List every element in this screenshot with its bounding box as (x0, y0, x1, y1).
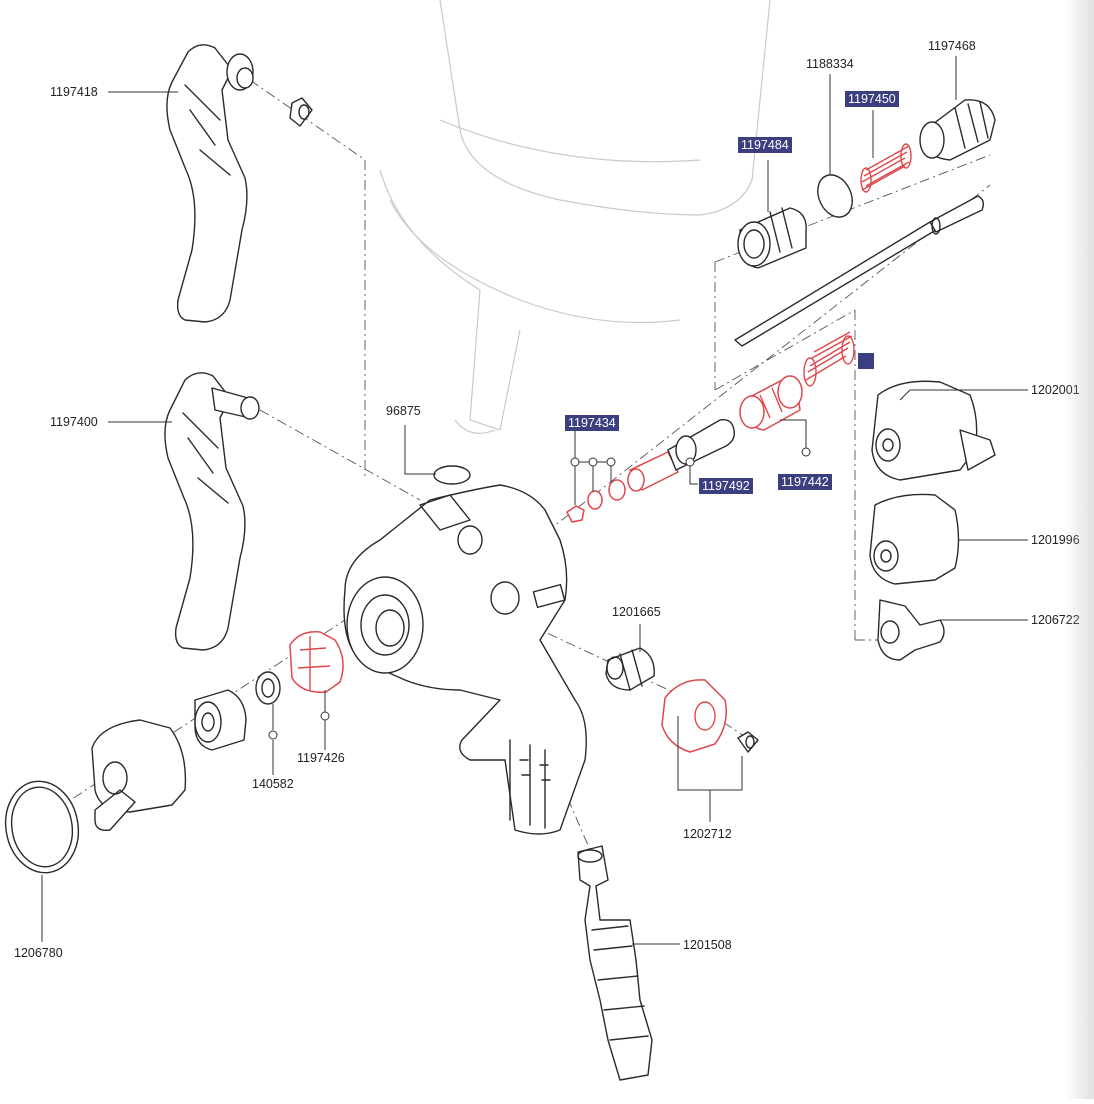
spring-1197450 (860, 143, 912, 193)
needle (734, 195, 985, 347)
ring-1206780 (4, 780, 80, 874)
label-1197468: 1197468 (928, 39, 976, 53)
label-1197400: 1197400 (50, 415, 98, 429)
air-fitting-1201665 (605, 647, 655, 691)
label-1197450: 1197450 (845, 91, 899, 107)
label-140582: 140582 (252, 777, 294, 791)
label-1197442: 1197442 (778, 474, 832, 490)
air-micrometer-1202001 (871, 380, 996, 481)
leader-lines (41, 56, 1028, 945)
label-1197426: 1197426 (297, 751, 345, 765)
nozzle (194, 689, 247, 751)
spring-red-small (803, 331, 855, 387)
seal-set-1197434 (566, 479, 626, 523)
label-1202712: 1202712 (683, 827, 732, 841)
label-96875: 96875 (386, 404, 421, 418)
piston-1197492 (627, 419, 736, 492)
ghost-paint-cup (379, 0, 771, 434)
adjust-knob-1197468 (919, 99, 996, 161)
retaining-ring-1197426 (289, 631, 344, 693)
valve-cage-1197442 (739, 375, 803, 431)
label-1197434: 1197434 (565, 415, 619, 431)
ring-1188334 (817, 174, 853, 218)
trigger-part-1197400 (164, 372, 260, 651)
label-1188334: 1188334 (806, 57, 854, 71)
blank-plug-1206722 (877, 599, 945, 661)
label-1197492: 1197492 (699, 478, 753, 494)
label-1206780: 1206780 (14, 946, 63, 960)
o-ring-96875 (433, 465, 471, 485)
trigger-part-1197418 (166, 44, 313, 323)
label-1201508: 1201508 (683, 938, 732, 952)
gun-body (343, 484, 587, 835)
air-connector-1201508 (577, 845, 653, 1081)
label-1201665: 1201665 (612, 605, 661, 619)
packing-nut-1197484 (737, 207, 807, 269)
seal-140582 (255, 671, 281, 705)
air-valve-1201996 (869, 493, 960, 585)
highlight-marker (858, 353, 874, 369)
leader-dots (268, 447, 811, 740)
label-1197418: 1197418 (50, 85, 98, 99)
air-cap (91, 719, 187, 831)
label-1197484: 1197484 (738, 137, 792, 153)
air-cap-red-1202712 (661, 679, 759, 753)
page-edge-shadow (1064, 0, 1094, 1099)
